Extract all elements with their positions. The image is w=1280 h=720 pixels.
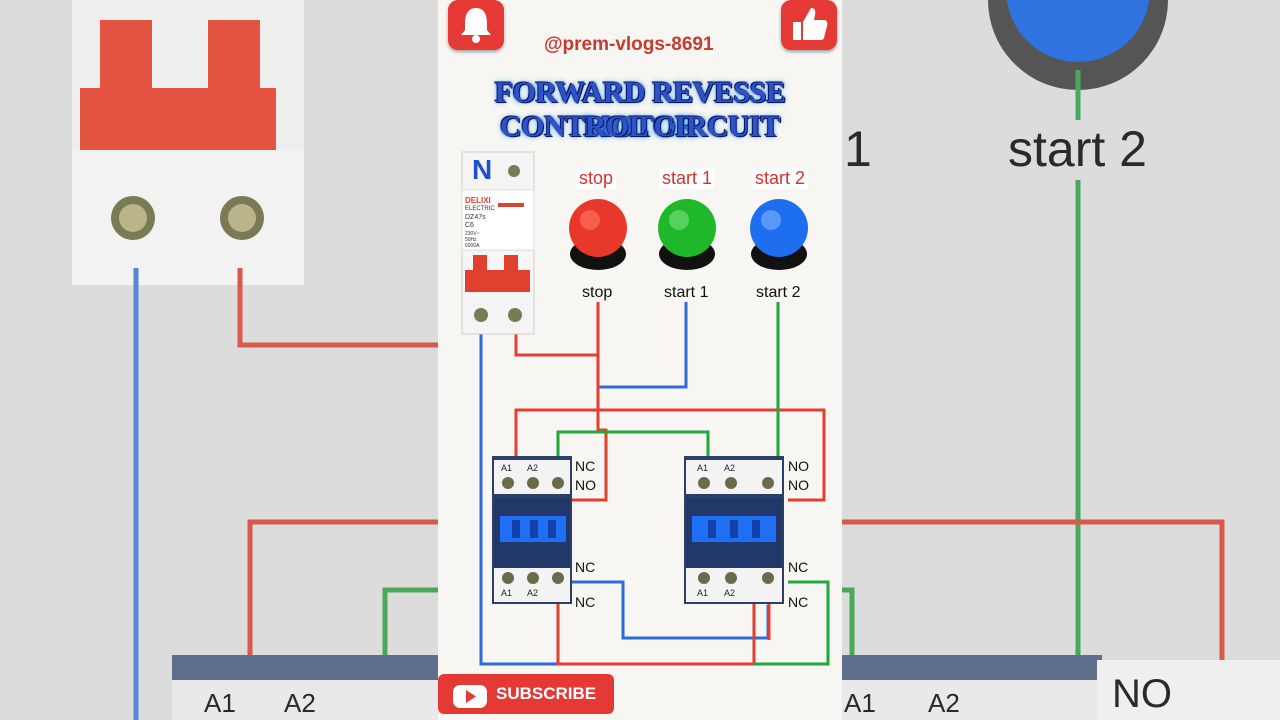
start1-button-body	[658, 199, 716, 270]
left-bottom-a2: A2	[527, 588, 539, 598]
left-top-a1: A1	[501, 463, 513, 473]
bg-label-no: NO	[1112, 672, 1172, 716]
breaker-brand: DELIXI	[465, 196, 491, 205]
left-contact-no: NO	[575, 477, 596, 493]
bell-icon	[461, 8, 491, 43]
like-button[interactable]	[781, 0, 837, 50]
label-stop: stop	[582, 284, 613, 302]
youtube-play-icon	[453, 685, 487, 708]
bg-label-partial: 1	[844, 121, 872, 177]
left-top-a2: A2	[527, 463, 539, 473]
breaker-rating: C6	[465, 222, 474, 229]
right-contact-no2: NO	[788, 477, 809, 493]
subscribe-label: SUBSCRIBE	[496, 684, 597, 703]
right-bottom-a1: A1	[697, 588, 709, 598]
bg-terminal-a2-right: A2	[928, 688, 960, 718]
green-wires	[556, 295, 830, 666]
contactor-left	[492, 456, 572, 604]
stop-push-button[interactable]	[568, 198, 628, 270]
right-bottom-a2: A2	[724, 588, 736, 598]
breaker-spec1: 230V~	[465, 231, 480, 237]
thumbs-up-icon	[793, 8, 828, 40]
left-bottom-a1: A1	[501, 588, 513, 598]
right-bottom-contact-nc2: NC	[788, 594, 809, 610]
background-left-art	[72, 0, 438, 720]
right-contact-no1: NO	[788, 458, 809, 474]
wiring-diagram	[461, 151, 830, 666]
left-bottom-contact-nc2: NC	[575, 594, 596, 610]
background-right: start 2 1 A1 A2 NO	[842, 0, 1280, 720]
background-left: A1 A2	[0, 0, 438, 720]
stop-button-body	[569, 199, 627, 270]
diagram-title-line1: FORWARD REVESSE MOTOR	[494, 76, 786, 143]
contactor-right	[684, 456, 784, 604]
circuit-breaker	[461, 151, 535, 335]
left-contact-nc: NC	[575, 458, 596, 474]
start1-push-button[interactable]	[657, 198, 717, 270]
header-label-stop: stop	[576, 168, 617, 189]
right-top-a2: A2	[724, 463, 736, 473]
diagram-panel: @prem-vlogs-8691 FORWARD REVESSE MOTOR C…	[438, 0, 842, 720]
right-top-a1: A1	[697, 463, 709, 473]
breaker-spec2: 50Hz	[465, 237, 477, 243]
breaker-spec3: 6000A	[465, 243, 480, 249]
breaker-model: DZ47s	[465, 214, 486, 221]
breaker-sub: ELECTRIC	[465, 206, 495, 212]
label-start2: start 2	[756, 284, 801, 302]
diagram-title-line2: CONTROL CIRCUIT	[499, 110, 781, 143]
channel-handle[interactable]: @prem-vlogs-8691	[544, 34, 714, 55]
bg-terminal-a2: A2	[284, 688, 316, 718]
header-label-start1: start 1	[659, 168, 716, 189]
bg-terminal-a1: A1	[204, 688, 236, 718]
notification-button[interactable]	[448, 0, 504, 50]
bg-label-start2: start 2	[1008, 121, 1147, 177]
bg-terminal-a1-right: A1	[844, 688, 876, 718]
header-label-start2: start 2	[752, 168, 809, 189]
right-bottom-contact-nc1: NC	[788, 559, 809, 575]
red-wires	[514, 295, 826, 666]
start2-button-body	[750, 199, 808, 270]
subscribe-button[interactable]: SUBSCRIBE	[438, 674, 614, 714]
label-start1: start 1	[664, 284, 709, 302]
background-right-art	[842, 0, 1280, 720]
left-bottom-contact-nc1: NC	[575, 559, 596, 575]
start2-push-button[interactable]	[749, 198, 809, 270]
breaker-neutral-label: N	[472, 154, 493, 185]
